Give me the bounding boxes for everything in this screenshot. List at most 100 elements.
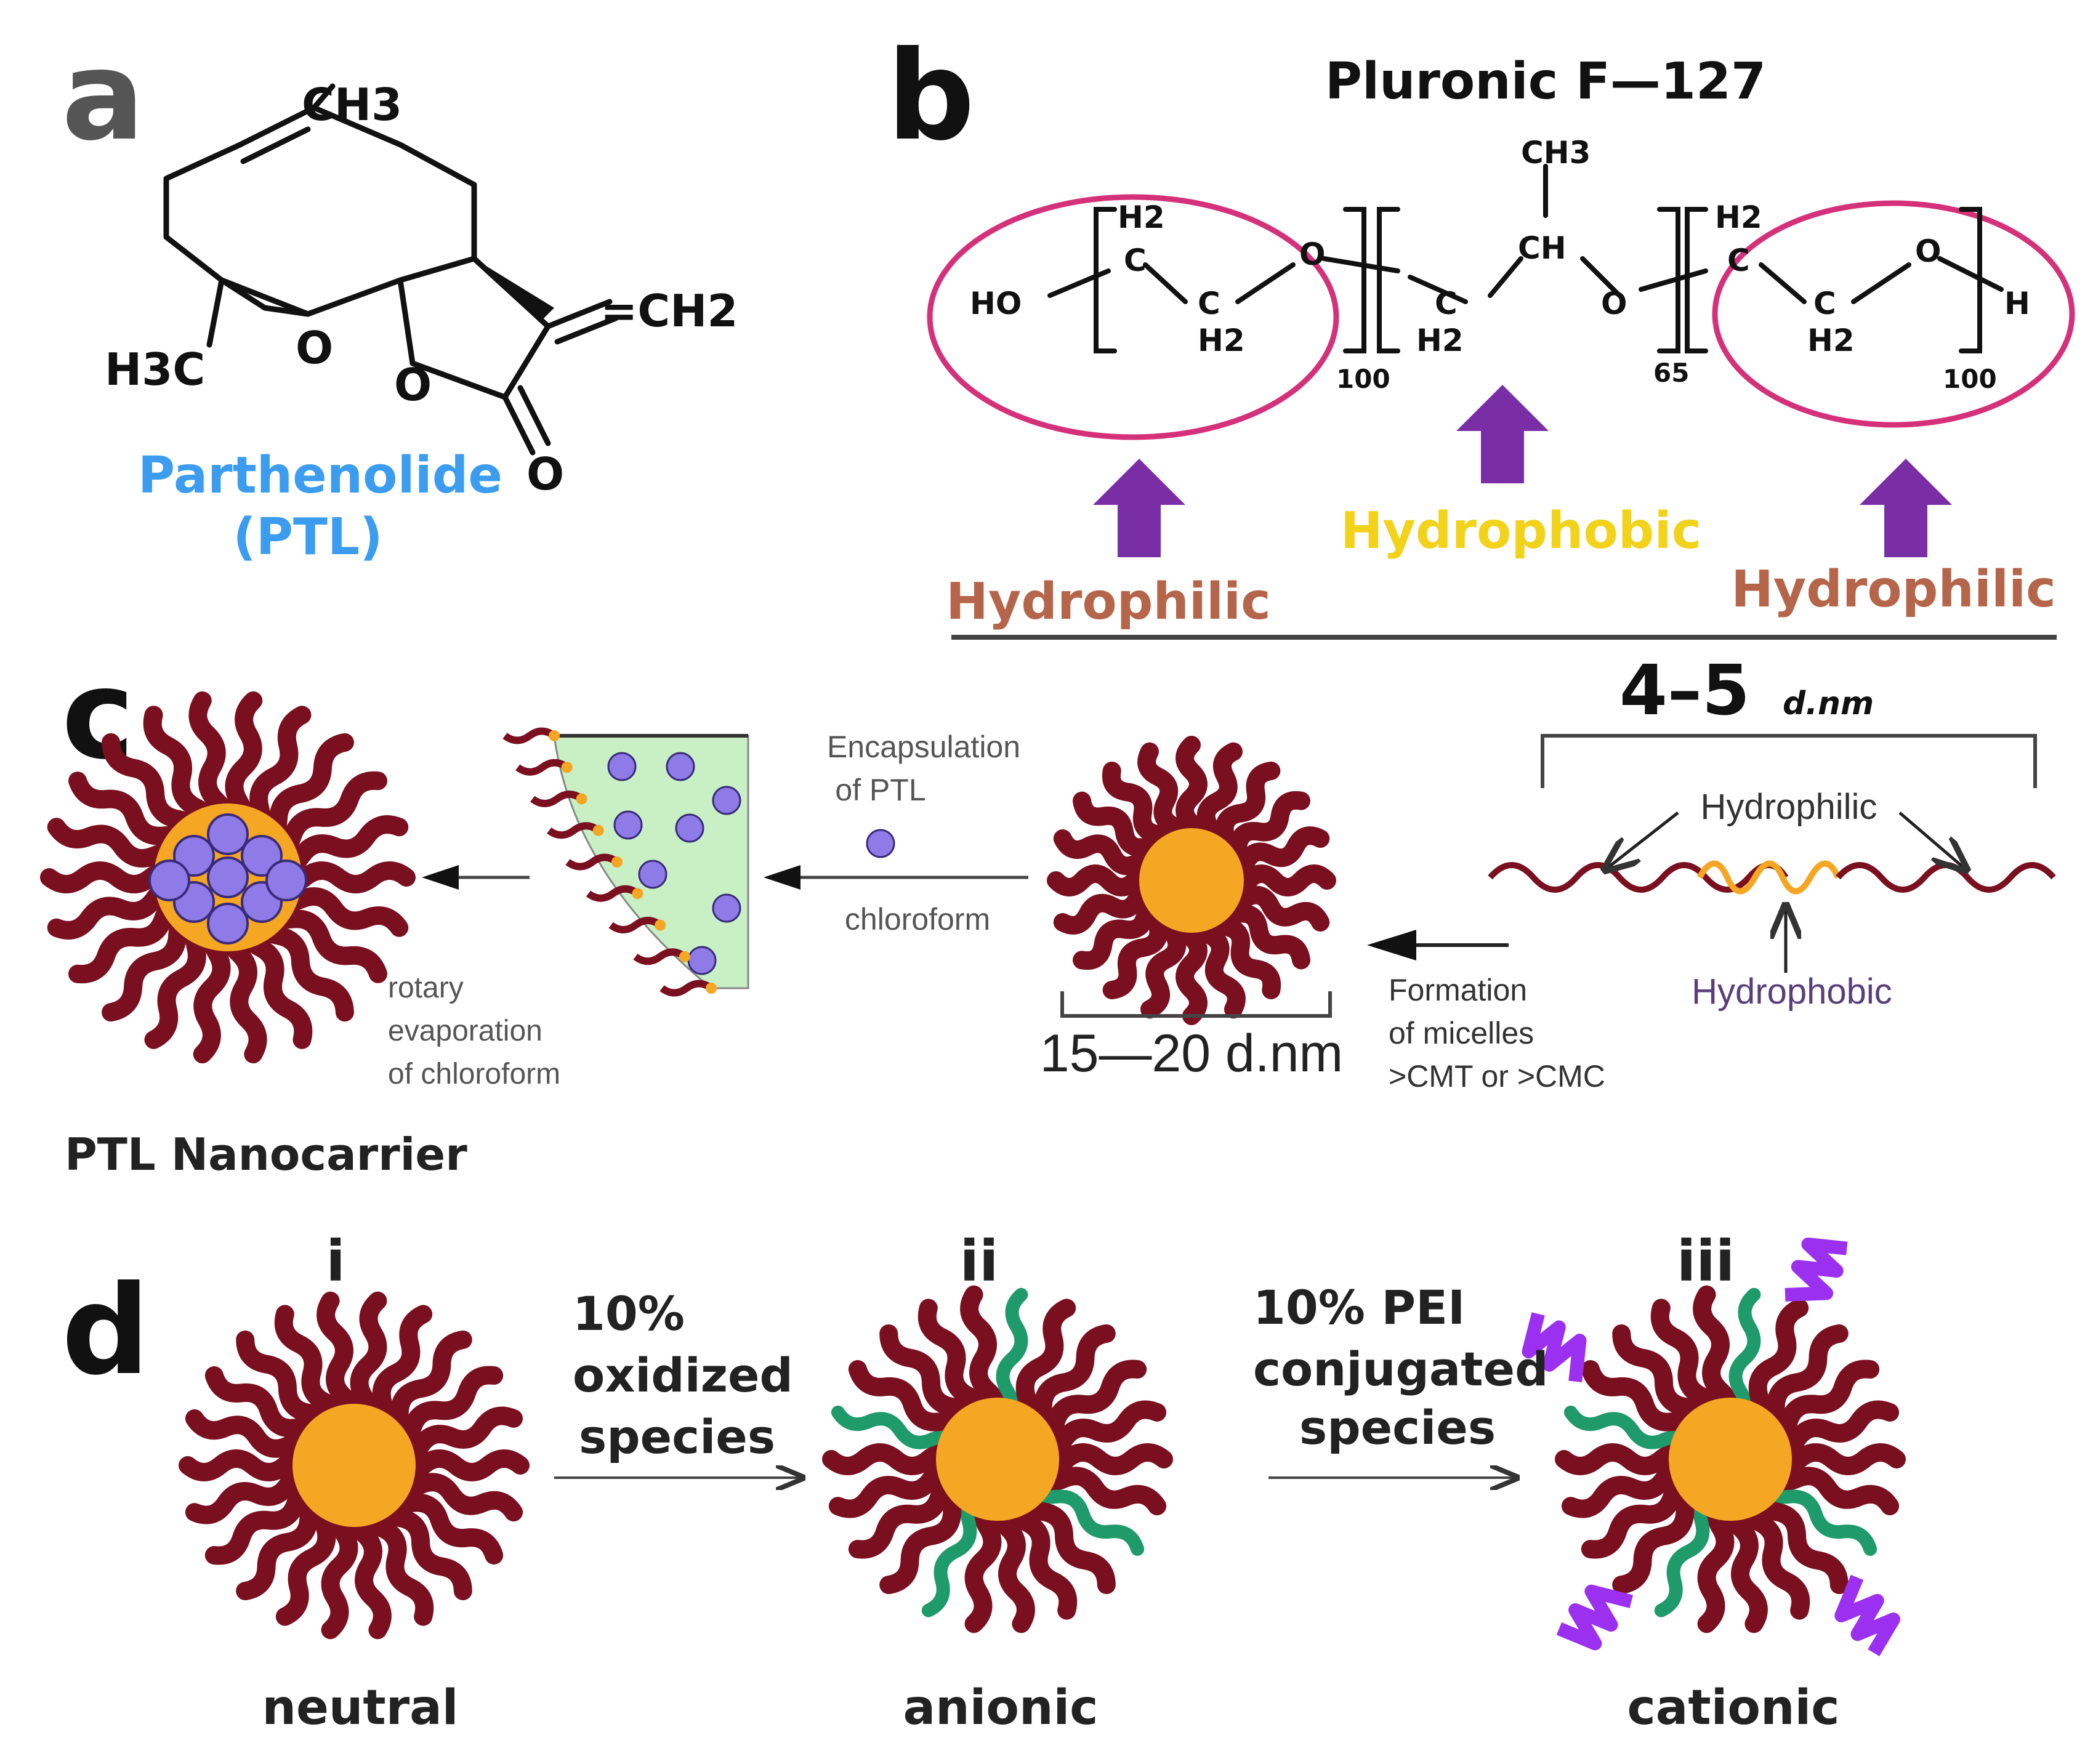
encapsulation-arrowhead-icon	[764, 865, 801, 890]
up-arrow-center-icon	[1456, 385, 1549, 483]
ch2-label: =CH2	[600, 285, 738, 337]
compound-abbrev: (PTL)	[233, 508, 382, 566]
step2-line3: species	[1299, 1400, 1496, 1455]
rotary-label-1: rotary	[388, 972, 464, 1004]
core-bead	[706, 983, 717, 994]
panel-label-a: a	[62, 25, 145, 168]
hydrophobic-core	[1139, 828, 1244, 933]
micelle-arm	[586, 885, 640, 902]
micelle-size-label: 15—20 d.nm	[1040, 1024, 1343, 1083]
pei-chain	[1522, 1312, 1587, 1383]
o-label-1: O	[1299, 236, 1326, 272]
hydrophobic-core	[292, 1404, 416, 1527]
state-anionic: anionic	[903, 1680, 1099, 1736]
panel-label-d: d	[62, 1259, 150, 1403]
state-neutral: neutral	[262, 1680, 458, 1736]
micelle-arm	[633, 948, 687, 965]
core-bead	[611, 856, 623, 868]
up-arrow-right-icon	[1860, 459, 1952, 557]
pointer-left	[1607, 812, 1679, 868]
empty-micelle	[1047, 736, 1336, 1025]
h2-label-4: H2	[1715, 199, 1762, 235]
solvent-label: chloroform	[845, 902, 990, 936]
micelle-arm	[515, 759, 570, 776]
step2-line2: conjugated	[1253, 1342, 1549, 1396]
ptl-drug-particle	[265, 860, 307, 901]
h2-label-2: H2	[1198, 323, 1245, 358]
micelle-arm	[608, 917, 663, 933]
hydrophobic-core	[1669, 1398, 1792, 1521]
state-cationic: cationic	[1627, 1680, 1840, 1736]
ptl-drug-particle	[207, 903, 249, 944]
c-label-3: C	[1435, 286, 1458, 321]
parthenolide-structure	[163, 83, 619, 456]
step1-line3: species	[579, 1409, 775, 1464]
ho-label: HO	[970, 286, 1022, 321]
o-label-2: O	[1601, 286, 1627, 321]
step1-line2: oxidized	[573, 1348, 793, 1403]
ptl-drug-particle	[712, 786, 741, 815]
up-arrow-left-icon	[1093, 459, 1185, 557]
unit-size-value: 4–5	[1619, 651, 1750, 731]
core-bead	[655, 919, 666, 931]
ptl-drug-particle	[687, 946, 717, 975]
ptl-nanocarrier	[40, 691, 416, 1064]
cationic-micelle	[1522, 1237, 1906, 1656]
ptl-drug-particle	[666, 752, 695, 781]
ch-label: CH	[1518, 230, 1567, 266]
pluronic-atom-labels: HO H2 C C H2 O 100 C H2 CH3 CH O 65 H2 C…	[970, 135, 2030, 394]
micelle-arm	[659, 980, 714, 997]
polymer-chain-hydrophilic-right	[1836, 862, 2056, 893]
c-label-5: C	[1813, 286, 1836, 321]
encapsulation-label-2: of PTL	[835, 773, 926, 807]
carbonyl-o-label: O	[526, 448, 564, 500]
step1-line1: 10%	[573, 1286, 685, 1341]
hydrophilic-label-left: Hydrophilic	[946, 573, 1271, 631]
formation-label-1: Formation	[1389, 973, 1527, 1007]
pei-chain	[1834, 1574, 1900, 1656]
unit-size-unit: d.nm	[1783, 685, 1874, 722]
rotary-label-2: evaporation	[388, 1015, 542, 1047]
h2-label-5: H2	[1807, 323, 1855, 358]
core-bead	[561, 762, 573, 773]
epoxide-o-label: O	[296, 322, 333, 374]
subscript-100-left: 100	[1336, 364, 1390, 394]
h2-label-1: H2	[1118, 199, 1165, 235]
hydrophobic-label-center: Hydrophobic	[1341, 502, 1701, 560]
o-label-3: O	[1915, 233, 1942, 269]
pointer-right	[1898, 812, 1964, 868]
unit-size-bracket	[1541, 734, 2037, 788]
ring-o-label: O	[394, 359, 432, 411]
h-end-label: H	[2004, 286, 2030, 321]
hydrophilic-ellipse-left	[927, 194, 1339, 440]
pei-chain	[1556, 1584, 1634, 1651]
unit-hydrophilic-label: Hydrophilic	[1701, 787, 1877, 827]
ptl-drug-particle	[607, 752, 637, 781]
micelle-size-bracket	[1060, 991, 1332, 1018]
polymer-chain-hydrophobic	[1696, 860, 1841, 895]
core-bead	[679, 951, 690, 962]
ptl-drug-particle	[207, 813, 249, 855]
micelle-arm	[565, 853, 619, 871]
micelle-arm	[502, 727, 557, 744]
neutral-micelle	[179, 1291, 530, 1640]
loaded-micelle-sector	[502, 727, 749, 997]
pluronic-bonds	[1047, 164, 2004, 353]
ptl-drug-particle	[148, 860, 190, 901]
ptl-drug-particle	[207, 856, 249, 898]
wedge-bond	[474, 259, 554, 320]
label-i: i	[326, 1228, 345, 1294]
rotary-label-3: of chloroform	[388, 1058, 560, 1090]
micelle-arm	[547, 822, 601, 839]
core-bead	[549, 730, 560, 741]
step2-line1: 10% PEI	[1253, 1280, 1465, 1335]
label-ii: ii	[959, 1228, 998, 1294]
micelle-arm	[530, 791, 584, 807]
subscript-100-right: 100	[1943, 364, 1997, 394]
c-label-1: C	[1124, 243, 1147, 278]
hydrophilic-label-right: Hydrophilic	[1731, 560, 2056, 619]
core-bead	[592, 824, 604, 836]
hydrophobic-core	[936, 1398, 1059, 1521]
